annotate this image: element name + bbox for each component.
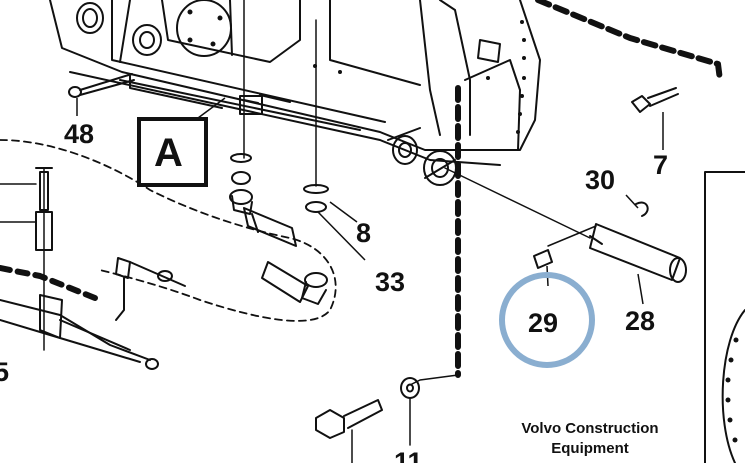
- diagonal-dashed-axis: [535, 0, 723, 83]
- callout-30: 30: [585, 165, 615, 195]
- pin-28: [444, 167, 687, 283]
- callout-7: 7: [653, 150, 668, 180]
- hose-route-dashed: [0, 139, 337, 322]
- callout-a-box: [137, 117, 208, 187]
- hose-assembly: [229, 153, 329, 305]
- credit-line-1: Volvo Construction: [521, 420, 658, 437]
- callout-a: A: [154, 131, 183, 175]
- long-leader: [409, 374, 459, 386]
- bolt-48: [68, 73, 135, 98]
- left-dashed-line: [0, 265, 103, 303]
- wheel-teeth: [725, 337, 739, 443]
- callout-29: 29: [528, 308, 558, 338]
- callout-11: 11: [394, 447, 423, 463]
- credit-line-2: Equipment: [551, 440, 629, 457]
- frame-assembly: [49, 0, 541, 186]
- callout-28: 28: [625, 306, 655, 336]
- callout-5: 5: [0, 357, 9, 387]
- right-wheel: [721, 309, 745, 463]
- bolt-7: [631, 87, 679, 113]
- bolt-11: [315, 377, 420, 463]
- left-assembly: [0, 167, 186, 370]
- bolt-29: [533, 225, 597, 269]
- clip-30: [635, 201, 649, 217]
- highlight-circle: [499, 272, 595, 368]
- callout-33: 33: [375, 267, 405, 297]
- callout-8: 8: [356, 218, 371, 248]
- leader-lines: [243, 0, 317, 187]
- right-panel: [704, 171, 745, 463]
- callout-48: 48: [64, 119, 94, 149]
